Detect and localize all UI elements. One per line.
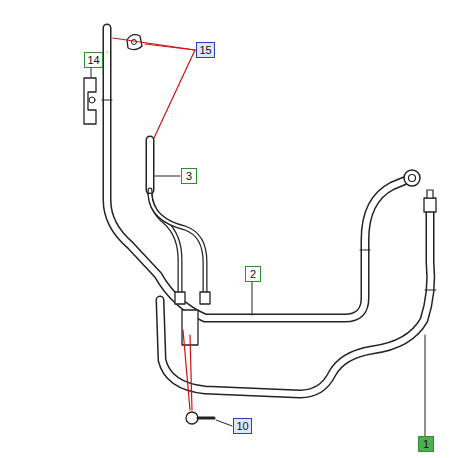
banjo-fitting — [404, 170, 420, 186]
bracket-clip — [84, 78, 96, 124]
hose-joint — [102, 99, 112, 100]
leader-line — [145, 44, 195, 50]
hose-outline — [107, 28, 404, 318]
leader-line — [216, 420, 232, 426]
callout-number: 1 — [418, 436, 434, 452]
pipe-union — [200, 292, 210, 304]
leader-line — [154, 50, 195, 138]
hose-outline — [146, 140, 155, 190]
hose-joint — [360, 249, 370, 250]
callout-label: 2 — [250, 268, 256, 280]
hose-fill — [147, 140, 153, 190]
bolt — [186, 412, 198, 424]
callout-number: 3 — [181, 168, 197, 184]
callout-number: 15 — [196, 42, 215, 58]
leader-line — [252, 282, 253, 315]
callout-number: 2 — [245, 266, 261, 282]
callout-number: 14 — [84, 52, 103, 68]
callout-number: 10 — [233, 418, 252, 434]
fitting-nut — [427, 190, 433, 198]
pipe-union — [175, 292, 185, 304]
leader-line — [425, 335, 426, 436]
leader-line — [155, 176, 180, 177]
bolt-shank — [198, 417, 214, 420]
leader-line — [113, 38, 195, 50]
callout-label: 3 — [186, 170, 192, 182]
callout-label: 14 — [87, 54, 99, 66]
clip-hole — [89, 97, 95, 103]
leader-line — [190, 335, 192, 410]
callout-label: 15 — [199, 44, 211, 56]
leader-line — [183, 330, 190, 410]
callout-label: 10 — [236, 420, 248, 432]
banjo-hole — [409, 175, 416, 182]
hose-fill — [107, 28, 404, 318]
pipe-fill — [150, 195, 205, 292]
hose-fitting — [424, 198, 436, 212]
callout-label: 1 — [423, 438, 429, 450]
hose-joint — [425, 289, 436, 290]
pipe-outline — [150, 195, 205, 292]
